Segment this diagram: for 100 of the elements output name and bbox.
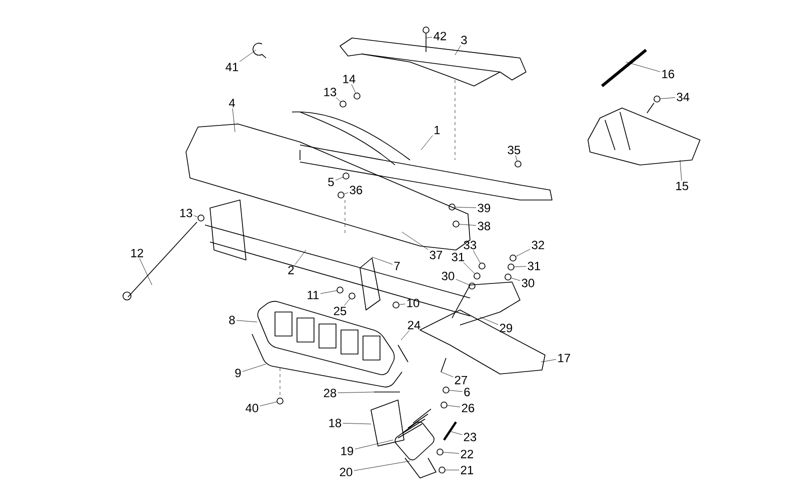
leader-line: [420, 135, 433, 150]
leader-line: [660, 97, 676, 99]
leader-line: [354, 460, 410, 471]
callout-number: 41: [226, 62, 238, 72]
leader-line: [236, 320, 258, 322]
leader-line: [454, 45, 461, 56]
leader-line: [338, 392, 374, 394]
callout-number: 24: [408, 320, 420, 330]
callout-number: 15: [676, 182, 688, 190]
callout-number: 31: [452, 252, 464, 262]
callout-number: 32: [532, 240, 544, 250]
callout-number: 30: [522, 278, 534, 288]
leader-line: [448, 430, 462, 435]
nut: [442, 386, 450, 394]
callout-number: 36: [350, 186, 362, 194]
leader-line: [239, 50, 256, 62]
callout-number: 28: [324, 388, 336, 398]
callout-number: 7: [394, 262, 400, 270]
nut: [340, 100, 346, 108]
leader-line: [260, 402, 277, 406]
callout-number: 6: [464, 388, 470, 396]
callout-number: 13: [180, 208, 192, 218]
callout-number: 27: [454, 376, 468, 384]
callout-number: 4: [228, 98, 235, 108]
callout-number: 2: [288, 266, 294, 274]
callout-number: 9: [235, 368, 241, 378]
leader-line: [540, 359, 556, 362]
nut: [348, 292, 356, 300]
callout-number: 22: [460, 450, 474, 458]
leader-line: [402, 232, 428, 250]
leader-line: [449, 390, 463, 392]
nut: [438, 466, 446, 474]
callout-number: 26: [462, 404, 474, 412]
nut: [654, 96, 660, 102]
nut: [436, 448, 444, 456]
leader-line: [440, 372, 454, 378]
leader-line: [511, 278, 520, 281]
callout-number: 23: [464, 432, 476, 442]
callout-number: 42: [434, 32, 446, 40]
callout-number: 10: [407, 298, 420, 308]
callout-number: 17: [558, 354, 570, 362]
callout-number: 14: [343, 74, 356, 84]
leader-line: [344, 192, 348, 194]
leader-line: [626, 62, 660, 72]
nut: [354, 92, 360, 100]
leader-line: [456, 279, 470, 285]
leader-line: [463, 262, 475, 274]
callout-number: 34: [676, 92, 690, 102]
leader-line: [344, 298, 350, 306]
leader-line: [516, 248, 530, 257]
callout-number: 3: [461, 36, 467, 44]
callout-number: 18: [329, 418, 342, 428]
leader-line: [242, 364, 266, 372]
nut: [510, 254, 516, 262]
leader-line: [400, 330, 410, 340]
nut: [392, 302, 400, 308]
nut: [478, 262, 486, 270]
nut: [508, 264, 514, 270]
nut: [342, 172, 350, 180]
callout-number: 40: [246, 404, 258, 412]
callout-number: 8: [229, 316, 235, 324]
callout-number: 39: [478, 204, 490, 212]
leader-line: [680, 160, 682, 181]
nut: [504, 274, 512, 280]
leader-line: [515, 155, 518, 161]
leader-line: [139, 258, 152, 286]
leader-line: [443, 452, 460, 454]
callout-number: 5: [328, 178, 334, 186]
callout-number: 21: [460, 466, 474, 474]
leader-line: [294, 250, 306, 265]
leader-line: [447, 405, 460, 408]
leader-line: [351, 84, 356, 94]
nut: [276, 398, 284, 404]
callout-number: 30: [442, 272, 454, 280]
leader-line: [232, 108, 236, 132]
callout-number: 37: [430, 250, 442, 260]
callout-number: 20: [340, 468, 352, 476]
nut: [514, 160, 522, 168]
leader-line: [472, 250, 481, 264]
leader-line: [354, 440, 394, 450]
leader-line: [320, 290, 337, 294]
nut: [336, 286, 344, 294]
leader-line: [336, 97, 341, 102]
nut: [338, 192, 344, 198]
callout-number: 31: [528, 262, 540, 270]
leader-line: [194, 215, 198, 218]
callout-number: 19: [341, 446, 354, 456]
leader-line: [399, 304, 406, 305]
callout-number: 13: [324, 88, 336, 96]
leader-line: [335, 177, 344, 180]
callout-number: 25: [334, 306, 346, 316]
callout-number: 29: [500, 324, 512, 332]
leader-line: [455, 206, 476, 208]
nut: [198, 214, 204, 222]
leader-line: [514, 266, 526, 268]
callout-number: 12: [131, 248, 144, 258]
callout-number: 35: [508, 146, 520, 154]
callout-number: 33: [464, 240, 476, 250]
callout-number: 38: [478, 222, 490, 230]
leader-line: [372, 256, 393, 265]
